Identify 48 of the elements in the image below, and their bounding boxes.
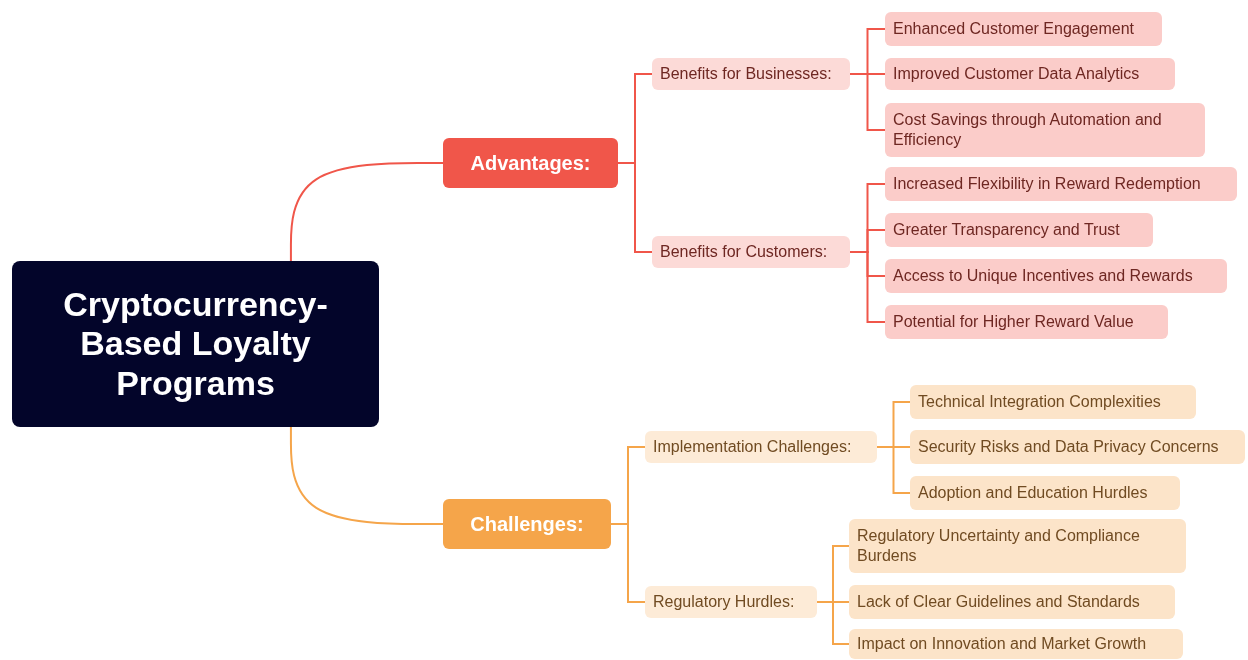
topic-text: Benefits for Businesses: — [660, 64, 832, 84]
topic-text: Advantages: — [470, 151, 591, 175]
topic-text: Challenges: — [470, 512, 584, 536]
topic-text: Regulatory Uncertainty and Compliance Burdens — [857, 526, 1141, 566]
leaf-topic-box — [910, 385, 1196, 419]
connector-line — [289, 162, 444, 262]
leaf-topic-box — [910, 476, 1180, 510]
leaf-topic-box — [849, 519, 1186, 573]
connector-line — [816, 601, 850, 645]
main-topic-box — [443, 499, 611, 549]
topic-text: Lack of Clear Guidelines and Standards — [857, 592, 1140, 612]
connector-line — [849, 251, 886, 323]
topic-text: Technical Integration Complexities — [918, 392, 1161, 412]
topic-text: Increased Flexibility in Reward Redemption — [893, 174, 1201, 194]
topic-text: Greater Transparency and Trust — [893, 220, 1120, 240]
topic-text: Regulatory Hurdles: — [653, 592, 795, 612]
central-topic-box — [12, 261, 379, 427]
leaf-topic-box — [849, 629, 1183, 659]
leaf-topic-box — [885, 58, 1175, 90]
topic-text: Cryptocurrency-Based Loyalty Programs — [62, 285, 329, 403]
topic-text: Improved Customer Data Analytics — [893, 64, 1140, 84]
subtopic-box — [645, 586, 817, 618]
topic-text: Security Risks and Data Privacy Concerns — [918, 437, 1219, 457]
topic-text: Implementation Challenges: — [653, 437, 852, 457]
connector-line — [876, 446, 911, 494]
topic-text: Cost Savings through Automation and Efficiency — [893, 110, 1163, 150]
topic-text: Impact on Innovation and Market Growth — [857, 634, 1147, 654]
leaf-topic-box — [885, 12, 1162, 46]
leaf-topic-box — [885, 259, 1227, 293]
main-topic-box — [443, 138, 618, 188]
connector-line — [849, 73, 886, 131]
leaf-topic-box — [885, 213, 1153, 247]
topic-text: Potential for Higher Reward Value — [893, 312, 1134, 332]
topic-text: Adoption and Education Hurdles — [918, 483, 1148, 503]
topic-text: Benefits for Customers: — [660, 242, 828, 262]
leaf-topic-box — [885, 167, 1237, 201]
connector-line — [610, 523, 646, 603]
leaf-topic-box — [910, 430, 1245, 464]
topic-text: Access to Unique Incentives and Rewards — [893, 266, 1193, 286]
subtopic-box — [652, 236, 850, 268]
leaf-topic-box — [885, 305, 1168, 339]
topic-text: Enhanced Customer Engagement — [893, 19, 1135, 39]
connector-line — [289, 426, 444, 525]
subtopic-box — [645, 431, 877, 463]
leaf-topic-box — [849, 585, 1175, 619]
leaf-topic-box — [885, 103, 1205, 157]
connector-line — [617, 162, 653, 253]
subtopic-box — [652, 58, 850, 90]
